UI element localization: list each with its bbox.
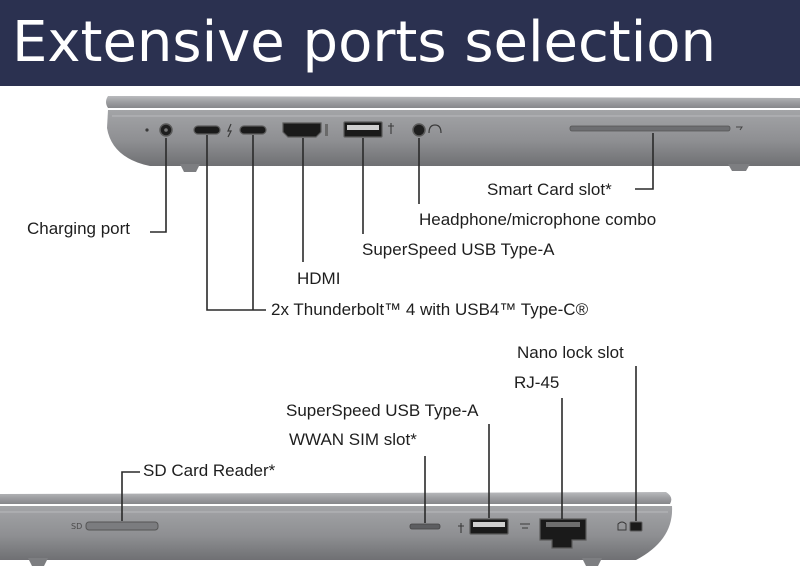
left-side-lid <box>106 96 800 108</box>
usb-symbol-right-icon <box>458 523 464 533</box>
title-banner: Extensive ports selection <box>0 0 800 86</box>
status-led-icon <box>145 128 149 132</box>
right-foot-front <box>582 558 602 566</box>
callout-sd-card-reader: SD Card Reader* <box>143 461 276 480</box>
page-title: Extensive ports selection <box>12 10 717 75</box>
left-foot-front <box>180 164 200 172</box>
callout-usb-type-a-left: SuperSpeed USB Type-A <box>362 240 555 259</box>
laptop-left-side <box>106 96 800 172</box>
headphone-jack-icon <box>412 123 426 137</box>
callout-thunderbolt: 2x Thunderbolt™ 4 with USB4™ Type-C® <box>271 300 589 319</box>
callout-smart-card-slot: Smart Card slot* <box>487 180 612 199</box>
smart-card-symbol-icon <box>736 126 743 131</box>
callout-nano-lock-slot: Nano lock slot <box>517 343 624 362</box>
nano-lock-slot-icon <box>629 521 643 532</box>
thunderbolt-port-1-icon <box>193 125 221 135</box>
sd-marking-icon: SD <box>71 522 82 531</box>
callout-hdmi: HDMI <box>297 269 341 288</box>
headset-symbol-icon <box>428 124 442 134</box>
left-foot-rear <box>728 164 750 171</box>
thunderbolt-port-2-icon <box>239 125 267 135</box>
smart-card-slot-icon <box>569 125 731 132</box>
callout-wwan-sim-slot: WWAN SIM slot* <box>289 430 417 449</box>
laptop-right-side: SD <box>0 492 673 566</box>
thunderbolt-symbol-icon <box>227 123 232 138</box>
wwan-sim-slot-icon <box>409 523 441 530</box>
right-side-leader-lines <box>121 366 637 523</box>
callout-usb-type-a-right: SuperSpeed USB Type-A <box>286 401 479 420</box>
network-symbol-icon <box>520 523 530 529</box>
left-side-leader-lines <box>150 133 654 311</box>
callout-headphone-combo: Headphone/microphone combo <box>419 210 657 229</box>
usb-symbol-icon <box>388 123 394 134</box>
left-side-chassis <box>107 110 800 166</box>
right-foot-rear <box>28 558 48 566</box>
callout-rj45: RJ-45 <box>514 373 560 392</box>
callout-charging-port: Charging port <box>27 219 131 238</box>
sd-card-slot-icon <box>85 521 159 531</box>
lock-symbol-icon <box>617 521 627 531</box>
right-side-lid <box>0 492 672 504</box>
hdmi-port-icon <box>282 122 322 138</box>
